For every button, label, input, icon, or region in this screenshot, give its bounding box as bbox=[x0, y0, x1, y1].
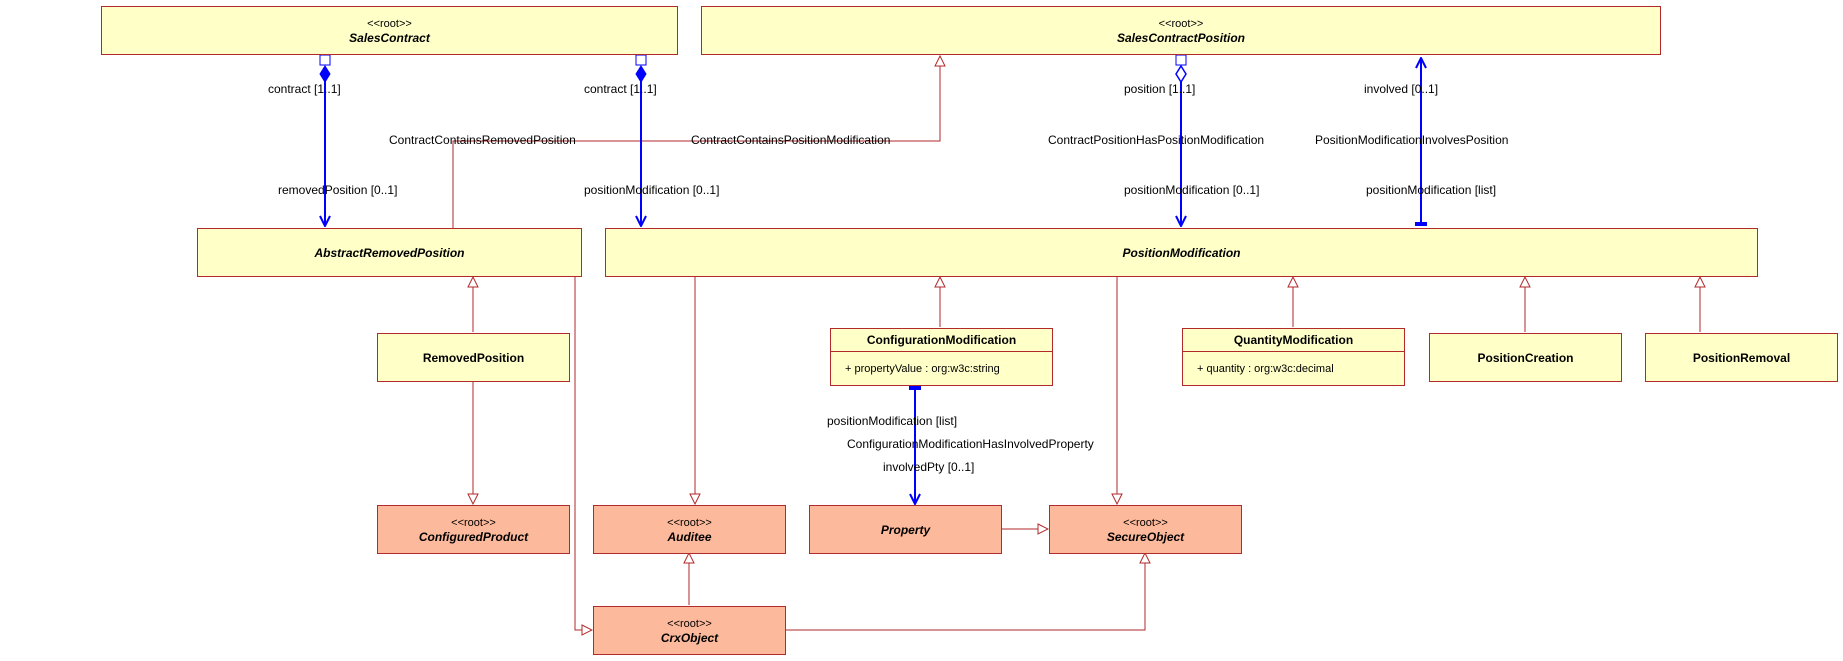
generalization-abstractremoved-to-crxobject bbox=[574, 276, 592, 630]
class-removed-position[interactable]: RemovedPosition bbox=[377, 333, 570, 382]
composition-diamond-icon bbox=[635, 65, 647, 83]
list-end-bar-icon bbox=[1415, 222, 1427, 226]
class-name: CrxObject bbox=[660, 630, 719, 645]
class-attribute: + quantity : org:w3c:decimal bbox=[1197, 362, 1334, 375]
port-square-icon bbox=[1175, 54, 1187, 66]
role-label-contract: contract [1..1] bbox=[268, 82, 341, 96]
association-name-position-modification-involves-position: PositionModificationInvolvesPosition bbox=[1315, 133, 1509, 147]
class-name: PositionCreation bbox=[1477, 350, 1574, 365]
class-configuration-modification[interactable]: ConfigurationModification + propertyValu… bbox=[830, 328, 1053, 386]
stereotype-label: <<root>> bbox=[667, 516, 712, 529]
class-name: SalesContract bbox=[349, 30, 430, 45]
role-label-position-modification-list: positionModification [list] bbox=[827, 414, 958, 428]
role-label-position-modification: positionModification [0..1] bbox=[584, 183, 720, 197]
role-label-involved-pty: involvedPty [0..1] bbox=[883, 460, 975, 474]
stereotype-label: <<root>> bbox=[1158, 17, 1204, 30]
class-crx-object[interactable]: <<root>> CrxObject bbox=[593, 606, 786, 655]
class-name: SalesContractPosition bbox=[1116, 30, 1246, 45]
class-name: PositionRemoval bbox=[1692, 350, 1791, 365]
class-name: SecureObject bbox=[1106, 529, 1185, 544]
association-name-contract-position-has-position-modification: ContractPositionHasPositionModification bbox=[1048, 133, 1265, 147]
association-name-contract-contains-position-modification: ContractContainsPositionModification bbox=[691, 133, 891, 147]
stereotype-label: <<root>> bbox=[451, 516, 496, 529]
class-auditee[interactable]: <<root>> Auditee bbox=[593, 505, 786, 554]
list-end-bar-icon bbox=[909, 386, 921, 390]
role-label-involved: involved [0..1] bbox=[1364, 82, 1439, 96]
stereotype-label: <<root>> bbox=[367, 17, 412, 30]
class-name: Auditee bbox=[667, 529, 712, 544]
class-sales-contract[interactable]: <<root>> SalesContract bbox=[101, 6, 678, 55]
role-label-position-modification-list: positionModification [list] bbox=[1366, 183, 1497, 197]
port-square-icon bbox=[319, 54, 331, 66]
role-label-position-modification: positionModification [0..1] bbox=[1124, 183, 1260, 197]
role-label-contract: contract [1..1] bbox=[584, 82, 657, 96]
role-label-removed-position: removedPosition [0..1] bbox=[278, 183, 398, 197]
port-square-icon bbox=[635, 54, 647, 66]
class-name: ConfiguredProduct bbox=[418, 529, 529, 544]
stereotype-label: <<root>> bbox=[1123, 516, 1168, 529]
class-name: RemovedPosition bbox=[422, 350, 525, 365]
stereotype-label: <<root>> bbox=[667, 617, 712, 630]
generalization-crxobject-to-secureobject bbox=[785, 553, 1145, 631]
association-name-configuration-modification-has-involved-property: ConfigurationModificationHasInvolvedProp… bbox=[847, 437, 1094, 451]
class-secure-object[interactable]: <<root>> SecureObject bbox=[1049, 505, 1242, 554]
class-name: Property bbox=[880, 522, 931, 537]
role-label-position: position [1..1] bbox=[1124, 82, 1196, 96]
generalization-abstractremoved-to-salescontractposition bbox=[452, 56, 940, 228]
class-position-creation[interactable]: PositionCreation bbox=[1429, 333, 1622, 382]
class-quantity-modification[interactable]: QuantityModification + quantity : org:w3… bbox=[1182, 328, 1405, 386]
class-name: PositionModification bbox=[1122, 245, 1241, 260]
class-position-removal[interactable]: PositionRemoval bbox=[1645, 333, 1838, 382]
class-name: AbstractRemovedPosition bbox=[314, 245, 465, 260]
aggregation-diamond-icon bbox=[1175, 64, 1187, 84]
association-name-contract-contains-removed-position: ContractContainsRemovedPosition bbox=[389, 133, 576, 147]
class-attribute: + propertyValue : org:w3c:string bbox=[845, 362, 1000, 375]
class-configured-product[interactable]: <<root>> ConfiguredProduct bbox=[377, 505, 570, 554]
class-position-modification[interactable]: PositionModification bbox=[605, 228, 1758, 277]
class-property[interactable]: Property bbox=[809, 505, 1002, 554]
class-abstract-removed-position[interactable]: AbstractRemovedPosition bbox=[197, 228, 582, 277]
composition-diamond-icon bbox=[319, 65, 331, 83]
class-sales-contract-position[interactable]: <<root>> SalesContractPosition bbox=[701, 6, 1661, 55]
class-name: ConfigurationModification bbox=[866, 333, 1017, 347]
class-name: QuantityModification bbox=[1233, 333, 1354, 347]
